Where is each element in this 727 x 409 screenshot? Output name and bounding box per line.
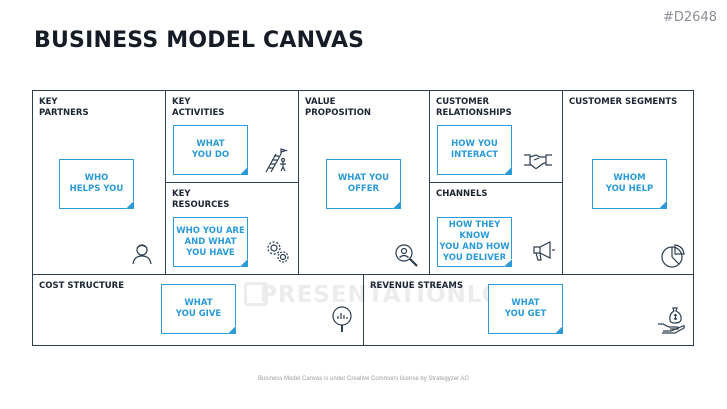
key-resources-label: KEY RESOURCES bbox=[172, 189, 230, 210]
customer-segments-note: WHOM YOU HELP bbox=[592, 159, 667, 209]
handshake-icon bbox=[523, 150, 553, 172]
megaphone-icon bbox=[530, 239, 556, 265]
footer-credit: Business Model Canvas is under Creative … bbox=[257, 376, 470, 382]
gears-icon bbox=[265, 239, 291, 265]
slide-code: #D2648 bbox=[663, 10, 717, 25]
revenue-streams-label: REVENUE STREAMS bbox=[370, 281, 463, 291]
customer-relationships-label: CUSTOMER RELATIONSHIPS bbox=[436, 97, 512, 118]
key-partners-block: KEY PARTNERS WHO HELPS YOU bbox=[32, 90, 166, 275]
value-proposition-label: VALUE PROPOSITION bbox=[305, 97, 372, 118]
customer-relationships-note: HOW YOU INTERACT bbox=[437, 125, 512, 175]
cost-structure-label: COST STRUCTURE bbox=[39, 281, 124, 291]
magnifier-chart-icon bbox=[329, 305, 355, 333]
cost-structure-note: WHAT YOU GIVE bbox=[161, 284, 236, 334]
channels-block: CHANNELS HOW THEY KNOW YOU AND HOW YOU D… bbox=[429, 182, 563, 275]
pie-chart-icon bbox=[661, 244, 685, 268]
key-activities-block: KEY ACTIVITIES WHAT YOU DO bbox=[165, 90, 299, 183]
value-proposition-note: WHAT YOU OFFER bbox=[326, 159, 401, 209]
magnifier-person-icon bbox=[393, 242, 419, 268]
key-resources-block: KEY RESOURCES WHO YOU ARE AND WHAT YOU H… bbox=[165, 182, 299, 275]
watermark-logo-icon bbox=[244, 282, 268, 306]
money-bag-hand-icon bbox=[657, 306, 687, 334]
key-partners-label: KEY PARTNERS bbox=[39, 97, 89, 118]
page-title: BUSINESS MODEL CANVAS bbox=[34, 28, 365, 53]
climbing-ladder-icon bbox=[262, 148, 288, 174]
business-model-canvas: PRESENTATIONLOAD KEY PARTNERS WHO HELPS … bbox=[32, 90, 694, 346]
revenue-streams-block: REVENUE STREAMS WHAT YOU GET bbox=[363, 274, 694, 346]
revenue-streams-note: WHAT YOU GET bbox=[488, 284, 563, 334]
key-partners-note: WHO HELPS YOU bbox=[59, 159, 134, 209]
channels-note: HOW THEY KNOW YOU AND HOW YOU DELIVER bbox=[437, 217, 512, 267]
value-proposition-block: VALUE PROPOSITION WHAT YOU OFFER bbox=[298, 90, 430, 275]
customer-segments-block: CUSTOMER SEGMENTS WHOM YOU HELP bbox=[562, 90, 694, 275]
key-resources-note: WHO YOU ARE AND WHAT YOU HAVE bbox=[173, 217, 248, 267]
key-activities-label: KEY ACTIVITIES bbox=[172, 97, 225, 118]
cost-structure-block: COST STRUCTURE WHAT YOU GIVE bbox=[32, 274, 364, 346]
person-icon bbox=[130, 241, 154, 265]
customer-relationships-block: CUSTOMER RELATIONSHIPS HOW YOU INTERACT bbox=[429, 90, 563, 183]
customer-segments-label: CUSTOMER SEGMENTS bbox=[569, 97, 678, 107]
channels-label: CHANNELS bbox=[436, 189, 488, 199]
key-activities-note: WHAT YOU DO bbox=[173, 125, 248, 175]
